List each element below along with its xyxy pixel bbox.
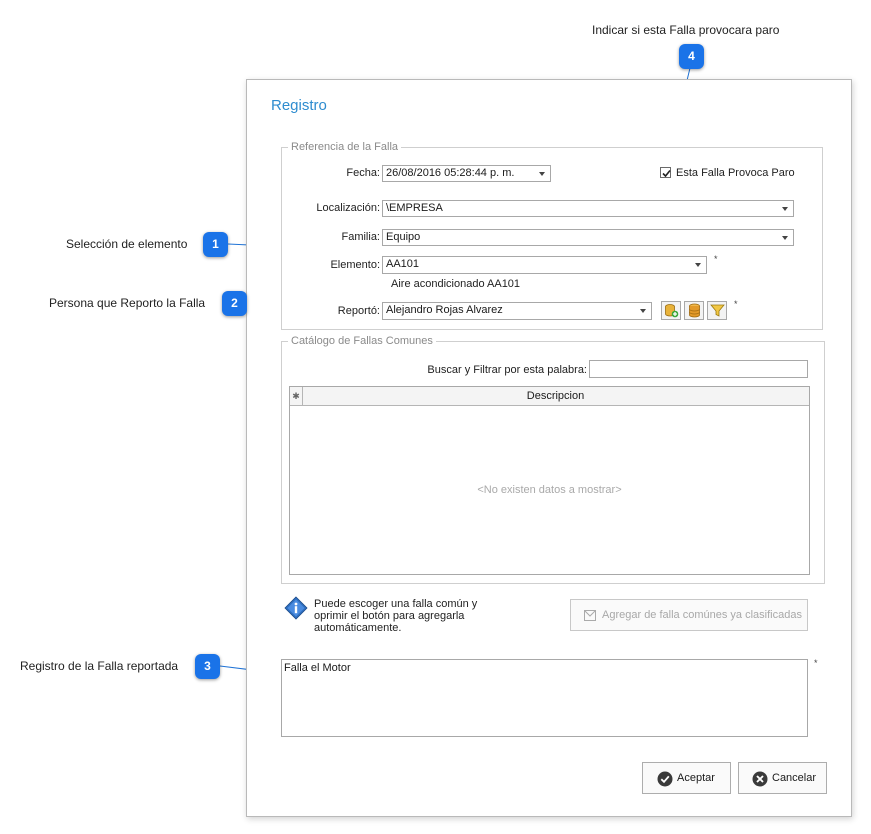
filter-icon [710, 304, 725, 317]
fecha-picker[interactable]: 26/08/2016 05:28:44 p. m. [382, 165, 551, 182]
add-person-button[interactable] [661, 301, 681, 320]
chevron-down-icon[interactable] [640, 309, 646, 313]
elemento-description: Aire acondicionado AA101 [391, 278, 521, 290]
database-icon [689, 303, 700, 318]
catalogo-group: Catálogo de Fallas Comunes [281, 335, 825, 584]
dialog-title: Registro [271, 97, 327, 114]
callout-caption-2: Persona que Reporto la Falla [49, 296, 206, 310]
reporto-label: Reportó: [337, 305, 380, 317]
chevron-down-icon[interactable] [695, 263, 701, 267]
grid-empty-message: <No existen datos a mostrar> [477, 484, 622, 496]
localizacion-value: \EMPRESA [386, 202, 443, 214]
buscar-input[interactable] [589, 360, 808, 378]
chevron-down-icon[interactable] [782, 236, 788, 240]
grid-column-descripcion[interactable]: Descripcion [526, 390, 585, 402]
elemento-value: AA101 [386, 258, 420, 270]
fecha-value: 26/08/2016 05:28:44 p. m. [386, 167, 515, 179]
elemento-required-mark: * [714, 254, 718, 264]
close-circle-icon [752, 771, 768, 787]
callout-badge-4: 4 [679, 44, 704, 69]
callout-badge-3: 3 [195, 654, 220, 679]
aceptar-label: Aceptar [677, 772, 715, 784]
callout-caption-4: Indicar si esta Falla provocara paro [592, 23, 780, 37]
filter-button[interactable] [707, 301, 727, 320]
reporto-required-mark: * [734, 299, 738, 309]
paro-checkbox[interactable] [660, 167, 671, 178]
catalogo-legend: Catálogo de Fallas Comunes [291, 335, 433, 347]
reporto-value: Alejandro Rojas Alvarez [386, 304, 503, 316]
grid-header: ✱ Descripcion [290, 387, 809, 406]
callout-caption-1: Selección de elemento [66, 237, 188, 251]
agregar-falla-label: Agregar de falla comúnes ya clasificadas [602, 609, 802, 621]
grid-new-row-icon[interactable]: ✱ [290, 387, 303, 405]
aceptar-button[interactable]: Aceptar [642, 762, 731, 794]
callout-badge-2: 2 [222, 291, 247, 316]
fecha-label: Fecha: [346, 167, 380, 179]
info-icon [284, 596, 308, 620]
elemento-label: Elemento: [330, 259, 380, 271]
localizacion-label: Localización: [316, 202, 380, 214]
familia-label: Familia: [341, 231, 380, 243]
falla-description-input[interactable]: Falla el Motor [281, 659, 808, 737]
familia-value: Equipo [386, 231, 421, 243]
info-text: Puede escoger una falla común y oprimir … [314, 598, 478, 634]
cancelar-label: Cancelar [772, 772, 817, 784]
chevron-down-icon[interactable] [782, 207, 788, 211]
falla-required-mark: * [814, 658, 818, 668]
agregar-falla-button[interactable]: Agregar de falla comúnes ya clasificadas [570, 599, 808, 631]
referencia-group: Referencia de la Falla [281, 141, 823, 330]
mail-icon [584, 610, 596, 621]
paro-label[interactable]: Esta Falla Provoca Paro [676, 167, 795, 179]
check-circle-icon [657, 771, 673, 787]
fallas-grid[interactable]: ✱ Descripcion <No existen datos a mostra… [289, 386, 810, 575]
elemento-combo[interactable]: AA101 [382, 256, 707, 274]
check-icon [662, 169, 671, 178]
registro-dialog: Registro Referencia de la Falla Fecha: 2… [246, 79, 852, 817]
familia-combo[interactable]: Equipo [382, 229, 794, 246]
callout-caption-3: Registro de la Falla reportada [20, 659, 179, 673]
buscar-label: Buscar y Filtrar por esta palabra: [427, 364, 587, 376]
database-add-icon [665, 304, 679, 318]
localizacion-combo[interactable]: \EMPRESA [382, 200, 794, 217]
database-button[interactable] [684, 301, 704, 320]
chevron-down-icon[interactable] [539, 172, 545, 176]
referencia-legend: Referencia de la Falla [291, 141, 399, 153]
cancelar-button[interactable]: Cancelar [738, 762, 827, 794]
reporto-combo[interactable]: Alejandro Rojas Alvarez [382, 302, 652, 320]
callout-badge-1: 1 [203, 232, 228, 257]
